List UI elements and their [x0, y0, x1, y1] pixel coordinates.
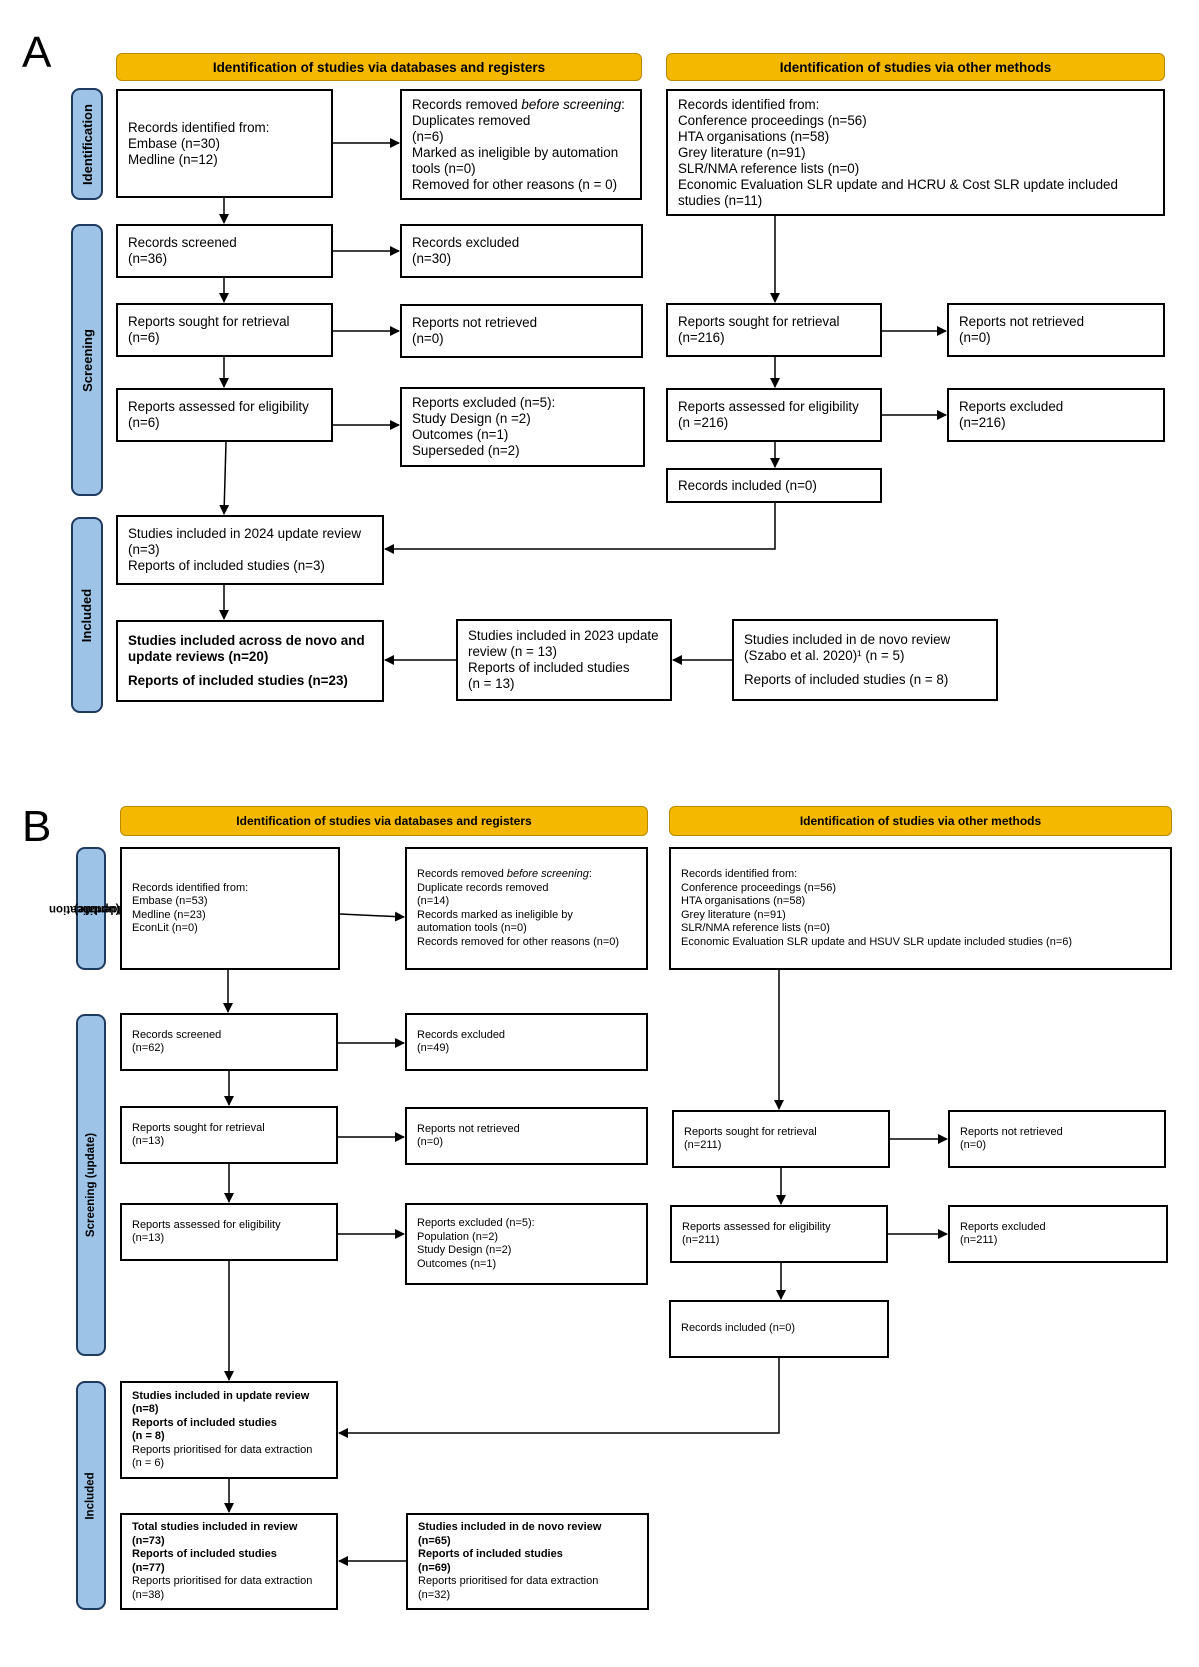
- panel-a-reports-assessed: Reports assessed for eligibility (n=6): [116, 388, 333, 442]
- panel-a-records-excluded: Records excluded (n=30): [400, 224, 643, 278]
- panel-b-other-reports-excluded: Reports excluded (n=211): [948, 1205, 1168, 1263]
- panel-a-studies-included-2024: Studies included in 2024 update review (…: [116, 515, 384, 585]
- panel-b-studies-included-update: Studies included in update review (n=8) …: [120, 1381, 338, 1479]
- panel-b-letter: B: [22, 802, 52, 851]
- arrow-a-other-included-to-2024: [384, 503, 776, 554]
- panel-a-header-other: Identification of studies via other meth…: [666, 53, 1165, 81]
- panel-b-records-identified: Records identified from: Embase (n=53) M…: [120, 847, 340, 970]
- panel-b-header-other: Identification of studies via other meth…: [669, 806, 1172, 836]
- panel-b-other-records-included: Records included (n=0): [669, 1300, 889, 1358]
- panel-a-reports-excluded: Reports excluded (n=5): Study Design (n …: [400, 387, 645, 467]
- panel-a-other-reports-not-retrieved: Reports not retrieved (n=0): [947, 303, 1165, 357]
- panel-a-header-databases: Identification of studies via databases …: [116, 53, 642, 81]
- arrow-b-to-removed: [339, 911, 405, 922]
- panel-b-header-databases: Identification of studies via databases …: [120, 806, 648, 836]
- panel-b-reports-excluded: Reports excluded (n=5): Population (n=2)…: [405, 1203, 648, 1285]
- panel-a-reports-not-retrieved: Reports not retrieved (n=0): [400, 304, 643, 358]
- panel-a-studies-included-de-novo: Studies included in de novo review (Szab…: [732, 619, 998, 701]
- panel-b-stage-identification: Identification(update): [49, 847, 121, 970]
- panel-b-other-reports-assessed: Reports assessed for eligibility (n=211): [670, 1205, 888, 1263]
- panel-a-other-records-identified: Records identified from: Conference proc…: [666, 89, 1165, 216]
- panel-a-studies-included-2023: Studies included in 2023 update review (…: [456, 619, 672, 701]
- panel-b-total-studies-included: Total studies included in review (n=73) …: [120, 1513, 338, 1610]
- panel-b-other-reports-sought: Reports sought for retrieval (n=211): [672, 1110, 890, 1168]
- panel-a-other-reports-sought: Reports sought for retrieval (n=216): [666, 303, 882, 357]
- panel-a-other-reports-excluded: Reports excluded (n=216): [947, 388, 1165, 442]
- panel-a-records-screened: Records screened (n=36): [116, 224, 333, 278]
- panel-b-reports-not-retrieved: Reports not retrieved (n=0): [405, 1107, 648, 1165]
- panel-a-reports-sought: Reports sought for retrieval (n=6): [116, 303, 333, 357]
- panel-a-stage-identification: Identification: [71, 88, 103, 200]
- panel-a-studies-included-total: Studies included across de novo and upda…: [116, 620, 384, 702]
- panel-b-records-removed: Records removed before screening: Duplic…: [405, 847, 648, 970]
- panel-a-other-reports-assessed: Reports assessed for eligibility (n =216…: [666, 388, 882, 442]
- panel-a-other-records-included: Records included (n=0): [666, 468, 882, 503]
- arrow-b-other-included-to-update: [338, 1358, 780, 1438]
- panel-a-letter: A: [22, 28, 52, 77]
- panel-b-records-screened: Records screened (n=62): [120, 1013, 338, 1071]
- panel-a-records-identified: Records identified from: Embase (n=30) M…: [116, 89, 333, 198]
- panel-b-other-records-identified: Records identified from: Conference proc…: [669, 847, 1172, 970]
- panel-a-records-removed: Records removed before screening: Duplic…: [400, 89, 642, 200]
- panel-b-records-excluded: Records excluded (n=49): [405, 1013, 648, 1071]
- panel-b-other-reports-not-retrieved: Reports not retrieved (n=0): [948, 1110, 1166, 1168]
- panel-b-reports-sought: Reports sought for retrieval (n=13): [120, 1106, 338, 1164]
- arrow-a-assessed-to-included: [219, 441, 230, 515]
- panel-b-stage-included: Included: [76, 1381, 106, 1610]
- panel-b-studies-included-de-novo: Studies included in de novo review (n=65…: [406, 1513, 649, 1610]
- panel-b-reports-assessed: Reports assessed for eligibility (n=13): [120, 1203, 338, 1261]
- panel-a-stage-screening: Screening: [71, 224, 103, 496]
- panel-a-stage-included: Included: [71, 517, 103, 713]
- panel-b-stage-screening: Screening (update): [76, 1014, 106, 1356]
